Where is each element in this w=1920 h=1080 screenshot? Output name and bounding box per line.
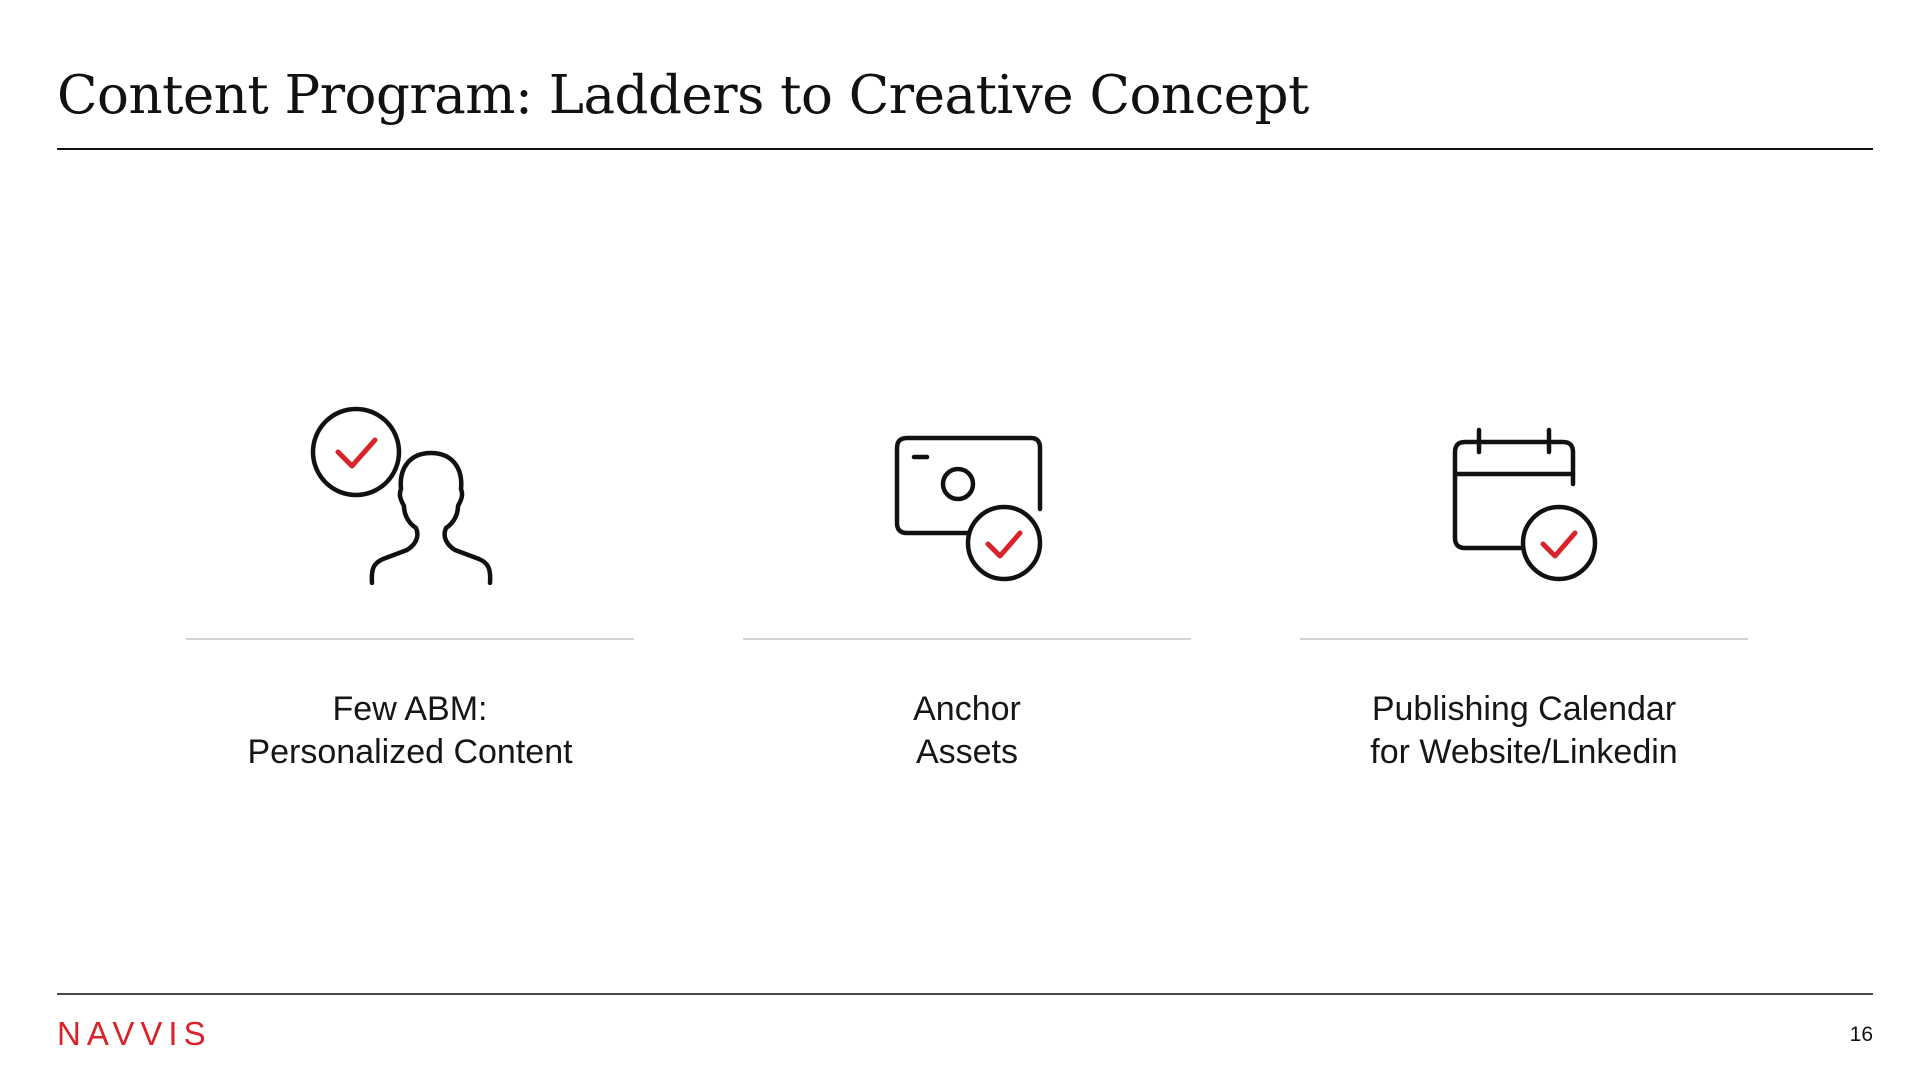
caption-line: Publishing Calendar [1371, 690, 1677, 728]
item-caption: Few ABM: Personalized Content [186, 688, 634, 774]
item-caption: Anchor Assets [743, 688, 1191, 774]
title-divider [57, 148, 1873, 150]
brand-logo: NAVVIS [57, 1015, 212, 1052]
icon-container [1300, 395, 1748, 590]
calendar-check-icon [1452, 427, 1598, 582]
caption-line: Assets [915, 733, 1019, 771]
camera-check-icon [894, 435, 1043, 582]
content-item-publishing-calendar: Publishing Calendar for Website/Linkedin [1300, 395, 1748, 771]
item-divider [186, 638, 634, 640]
footer-divider [57, 993, 1873, 995]
content-item-abm: Few ABM: Personalized Content [186, 395, 634, 771]
slide-title: Content Program: Ladders to Creative Con… [57, 65, 1309, 126]
caption-line: for Website/Linkedin [1370, 733, 1678, 771]
user-check-icon [310, 406, 493, 585]
content-item-anchor-assets: Anchor Assets [743, 395, 1191, 771]
icon-container [743, 395, 1191, 590]
caption-line: Few ABM: [332, 690, 488, 728]
item-caption: Publishing Calendar for Website/Linkedin [1300, 688, 1748, 774]
item-divider [743, 638, 1191, 640]
caption-line: Personalized Content [247, 733, 573, 771]
icon-container [186, 395, 634, 590]
caption-line: Anchor [913, 690, 1021, 728]
page-number: 16 [1849, 1023, 1873, 1046]
item-divider [1300, 638, 1748, 640]
